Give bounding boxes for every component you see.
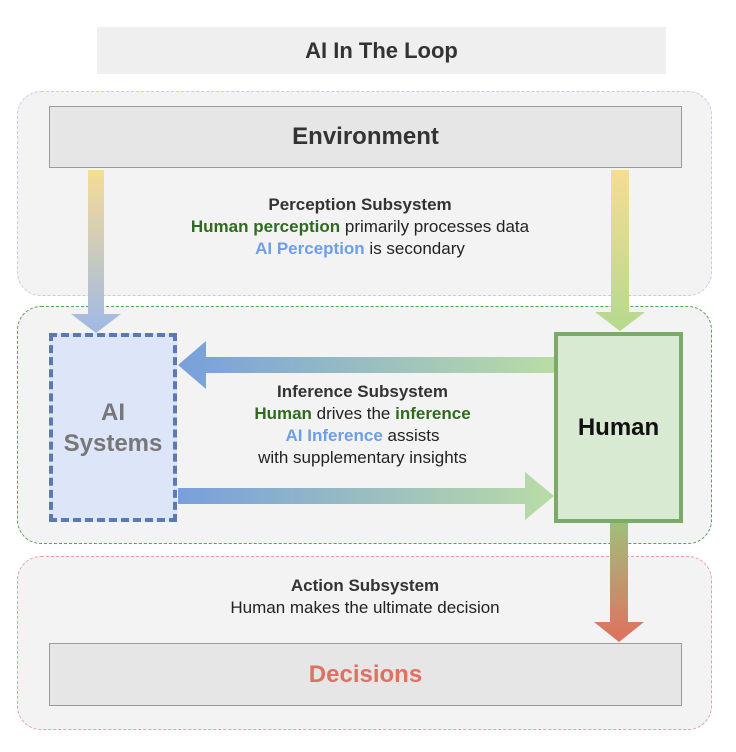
arrow-human-to-decisions bbox=[594, 523, 644, 642]
perception-line-2-rest: is secondary bbox=[364, 239, 465, 258]
ai-systems-label-line1: AI bbox=[101, 398, 125, 426]
perception-text: Perception Subsystem Human perception pr… bbox=[140, 194, 580, 260]
human-box: Human bbox=[554, 332, 683, 523]
ai-systems-label-line2: Systems bbox=[63, 429, 163, 457]
human-inference-label: Human bbox=[254, 404, 312, 423]
action-text: Action Subsystem Human makes the ultimat… bbox=[160, 575, 570, 619]
arrow-human-to-ai bbox=[178, 341, 554, 389]
inference-heading: Inference Subsystem bbox=[276, 382, 448, 401]
ai-systems-box: AI Systems bbox=[49, 333, 177, 522]
inference-text: Inference Subsystem Human drives the inf… bbox=[200, 381, 525, 469]
decisions-box: Decisions bbox=[49, 643, 682, 706]
arrow-environment-to-ai bbox=[71, 170, 121, 333]
inference-word: inference bbox=[395, 404, 471, 423]
inference-line-1-middle: drives the bbox=[311, 404, 396, 423]
arrow-ai-to-human bbox=[178, 472, 554, 520]
ai-perception-label: AI Perception bbox=[255, 239, 365, 258]
perception-line-2: AI Perception is secondary bbox=[140, 238, 580, 260]
ai-inference-label: AI Inference bbox=[285, 426, 383, 445]
action-line-1: Human makes the ultimate decision bbox=[230, 598, 500, 617]
inference-line-2-rest: assists bbox=[382, 426, 440, 445]
inference-line-1: Human drives the inference bbox=[200, 403, 525, 425]
diagram-title: AI In The Loop bbox=[97, 27, 666, 74]
perception-heading: Perception Subsystem bbox=[268, 195, 452, 214]
perception-line-1-rest: primarily processes data bbox=[340, 217, 530, 236]
human-perception-label: Human perception bbox=[190, 217, 341, 236]
inference-line-3: with supplementary insights bbox=[258, 448, 467, 467]
inference-line-2: AI Inference assists bbox=[200, 425, 525, 447]
perception-line-1: Human perception primarily processes dat… bbox=[140, 216, 580, 238]
arrow-environment-to-human bbox=[595, 170, 645, 331]
environment-box: Environment bbox=[49, 106, 682, 168]
action-heading: Action Subsystem bbox=[290, 576, 440, 595]
